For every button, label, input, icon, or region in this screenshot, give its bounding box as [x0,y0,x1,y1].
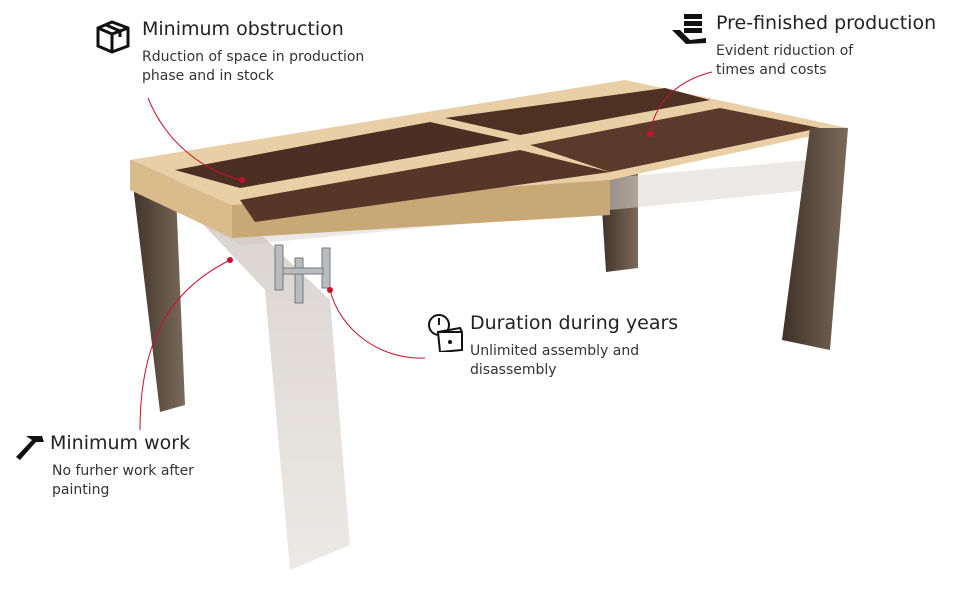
feature-title: Duration during years [470,312,679,334]
hammer-icon [16,436,44,460]
feature-desc: times and costs [716,62,827,78]
feature-title: Pre-finished production [716,12,937,34]
panel-front-right [530,108,820,172]
feature-title: Minimum work [50,432,191,454]
feature-desc: phase and in stock [142,68,274,84]
box-icon [96,20,130,54]
feature-title: Minimum obstruction [142,18,344,40]
feature-desc: Evident riduction of [716,43,854,59]
leg-front-left-ghost [180,200,350,570]
leg-back-left [130,160,185,412]
panel-front-left [240,150,610,222]
metal-connector [274,244,331,304]
callout-lines [139,71,713,431]
feature-desc: Rduction of space in production [142,49,365,65]
clock-box-icon [428,314,463,352]
feature-minimum-work: Minimum work No furher work after paintin… [14,432,194,500]
feature-desc: painting [52,482,110,498]
feature-desc: disassembly [470,362,557,378]
feature-desc: Unlimited assembly and [470,343,640,359]
table-front-edge [232,180,610,238]
feature-duration-during-years: Duration during years Unlimited assembly… [426,312,678,380]
table-side-edge [130,160,232,238]
callout-dots [227,131,653,293]
feature-desc: No furher work after [52,463,194,479]
panel-back-left [175,122,510,188]
leg-front-right [782,128,848,350]
feature-minimum-obstruction: Minimum obstruction Rduction of space in… [94,18,364,86]
panel-back-right [445,88,710,135]
hand-stack-icon [672,14,706,44]
feature-pre-finished-production: Pre-finished production Evident riductio… [670,12,936,80]
